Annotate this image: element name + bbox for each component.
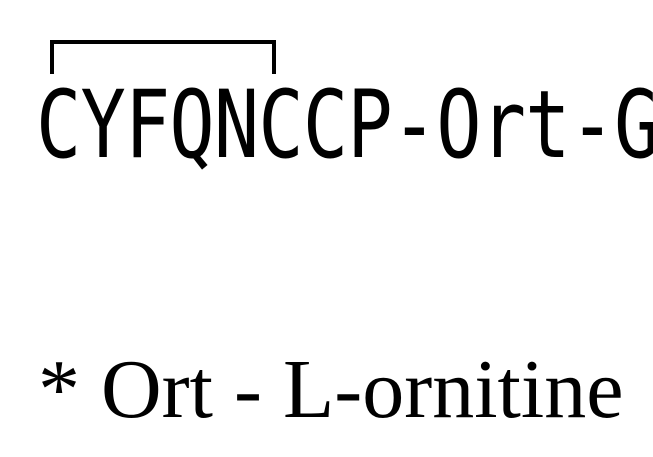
ornithine-footnote: * Ort - L-ornitine xyxy=(38,343,624,436)
disulfide-bridge-bracket xyxy=(50,40,276,74)
peptide-sequence: CYFQNCCP-Ort-G xyxy=(36,71,653,180)
